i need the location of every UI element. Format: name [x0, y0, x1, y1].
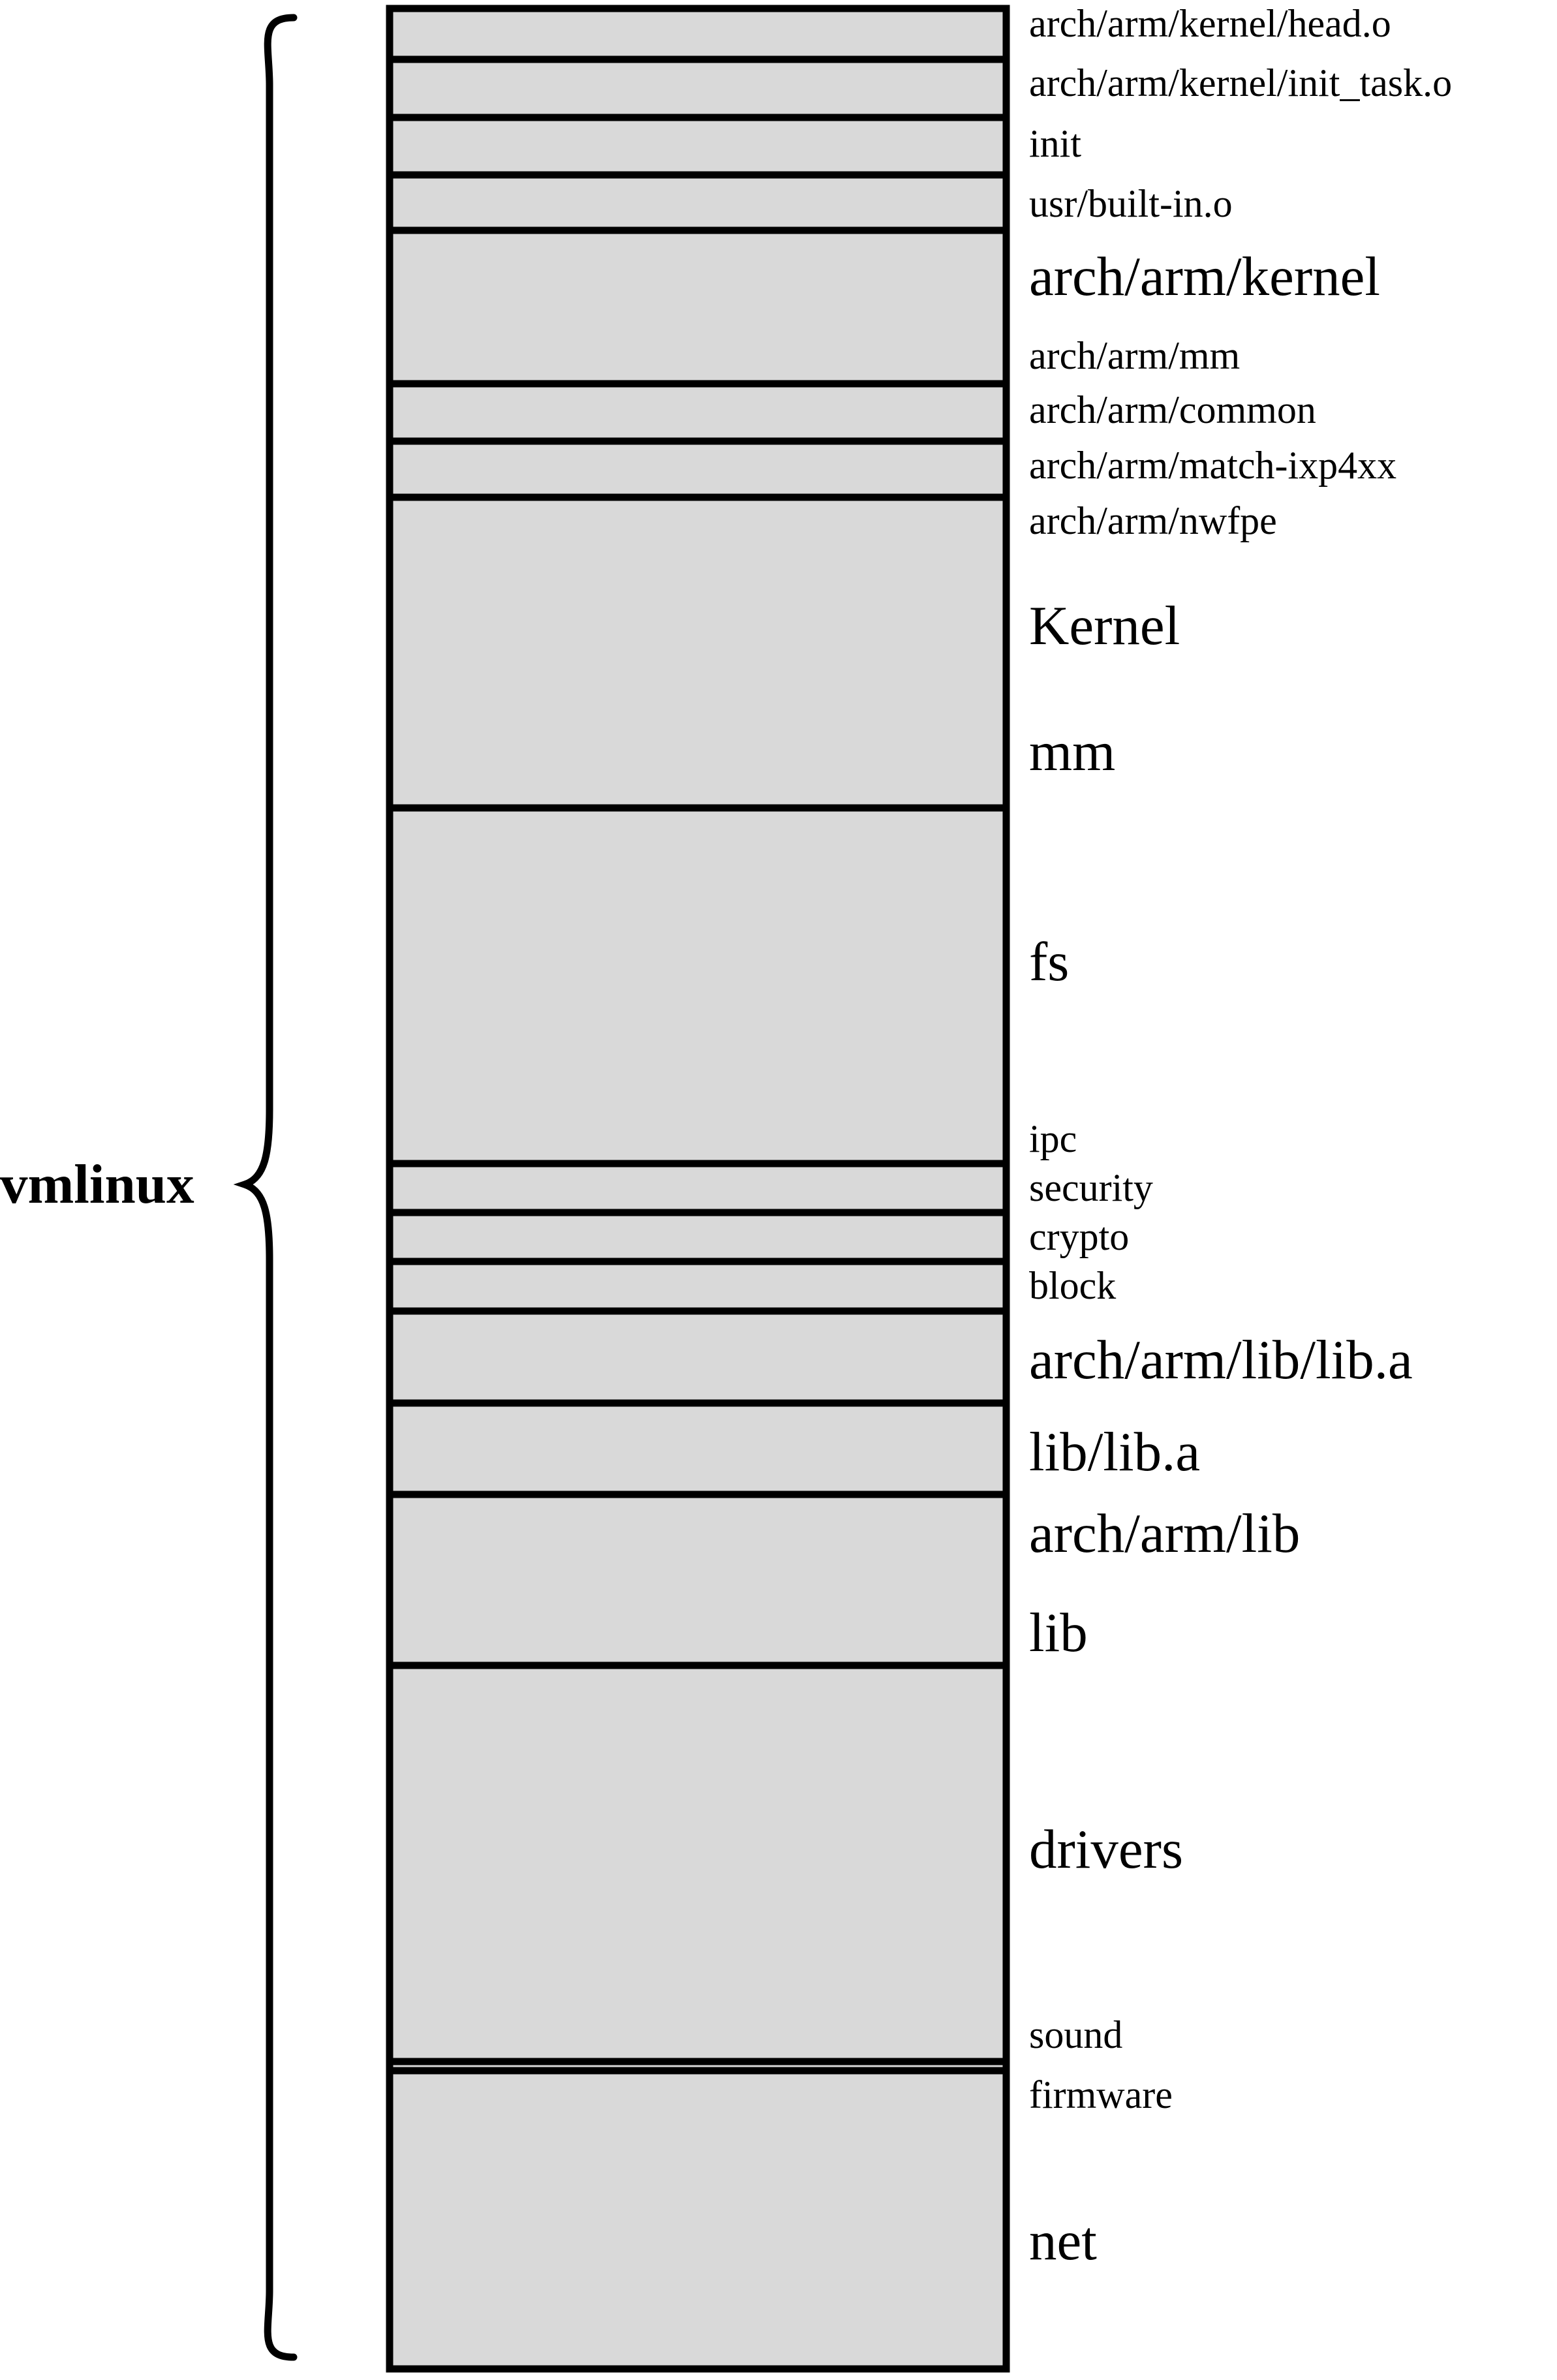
vmlinux-title: vmlinux — [0, 1154, 194, 1215]
segment-label-7: arch/arm/match-ixp4xx — [1029, 444, 1396, 487]
segment-label-15: arch/arm/lib — [1029, 1503, 1300, 1564]
segment-label-9: fs — [1029, 931, 1069, 993]
segment-label-12: block — [1029, 1264, 1116, 1307]
segment-label-1: arch/arm/kernel/head.o — [1029, 2, 1391, 45]
segment-label-16-b: sound — [1029, 2013, 1122, 2056]
segment-label-18: firmware — [1029, 2073, 1173, 2116]
segment-label-8-b: mm — [1029, 721, 1115, 782]
segment-box-16 — [386, 1661, 1010, 2065]
segment-box-12 — [386, 1258, 1010, 1315]
segment-label-18-b: net — [1029, 2210, 1097, 2272]
segment-label-11: crypto — [1029, 1215, 1129, 1258]
segment-box-5 — [386, 226, 1010, 388]
segment-label-7-b: arch/arm/nwfpe — [1029, 499, 1277, 542]
segment-box-18 — [386, 2067, 1010, 2373]
segment-label-9-b: ipc — [1029, 1117, 1077, 1160]
segment-label-2: arch/arm/kernel/init_task.o — [1029, 61, 1452, 104]
segment-label-6: arch/arm/common — [1029, 388, 1316, 431]
segment-label-8: Kernel — [1029, 595, 1180, 657]
segment-label-3: init — [1029, 122, 1081, 165]
segment-box-15 — [386, 1491, 1010, 1669]
segment-label-16: drivers — [1029, 1819, 1183, 1880]
segment-labels: arch/arm/kernel/head.o arch/arm/kernel/in… — [1029, 2, 1452, 2272]
segment-boxes — [386, 5, 1010, 2373]
segment-box-13 — [386, 1307, 1010, 1407]
segment-label-4: usr/built-in.o — [1029, 182, 1233, 225]
segment-label-5: arch/arm/kernel — [1029, 246, 1380, 307]
segment-box-14 — [386, 1399, 1010, 1498]
segment-box-8 — [386, 493, 1010, 812]
segment-label-10: security — [1029, 1166, 1153, 1209]
segment-box-2 — [386, 55, 1010, 121]
segment-box-1 — [386, 5, 1010, 63]
segment-box-10 — [386, 1160, 1010, 1216]
segment-box-3 — [386, 114, 1010, 179]
segment-box-7 — [386, 437, 1010, 501]
segment-box-11 — [386, 1209, 1010, 1265]
segment-label-15-b: lib — [1029, 1602, 1088, 1663]
segment-box-4 — [386, 171, 1010, 234]
segment-label-14: lib/lib.a — [1029, 1421, 1200, 1483]
segment-box-6 — [386, 380, 1010, 445]
segment-label-13: arch/arm/lib/lib.a — [1029, 1329, 1413, 1391]
curly-brace — [233, 14, 298, 2361]
segment-label-5-b: arch/arm/mm — [1029, 334, 1240, 377]
segment-box-9 — [386, 804, 1010, 1167]
